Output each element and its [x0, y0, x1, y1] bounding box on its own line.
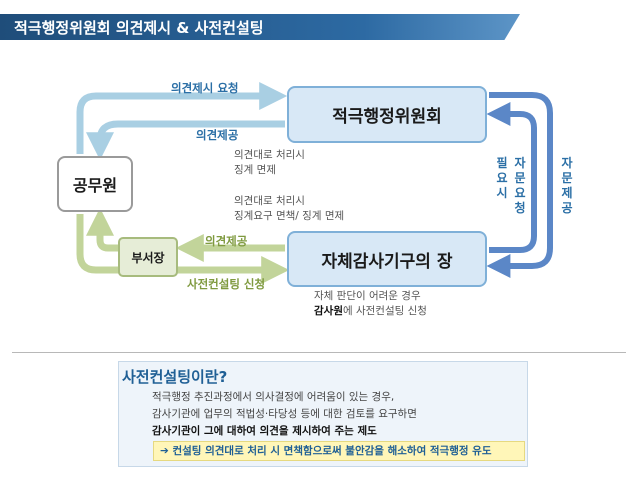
section-divider: [12, 352, 626, 353]
node-committee: 적극행정위원회: [287, 86, 487, 143]
node-dept-head: 부서장: [118, 237, 178, 277]
node-audit-head: 자체감사기구의 장: [287, 231, 487, 287]
arrow-dept-to-official: [86, 207, 118, 252]
note-line: 자체 판단이 어려운 경우: [314, 290, 421, 302]
definition-line-1: 적극행정 추진과정에서 의사결정에 어려움이 있는 경우,: [152, 391, 395, 403]
note-exemption-1: 의견대로 처리시 징계 면제: [234, 148, 305, 178]
arrow-opinion-provide-top: [86, 120, 285, 161]
title-banner: [0, 14, 520, 40]
label-consulting-request: 사전컨설팅 신청: [187, 277, 266, 291]
arrow-advice-request: [486, 102, 537, 253]
label-if-needed: 필요시: [496, 156, 508, 200]
definition-title: 사전컨설팅이란?: [122, 368, 228, 386]
note-bold-text: 감사원: [314, 305, 343, 317]
arrow-consulting-request: [76, 214, 290, 284]
note-line: 의견대로 처리시: [234, 195, 305, 207]
arrow-opinion-request: [76, 82, 288, 154]
arrow-advice-provide: [486, 92, 553, 278]
label-opinion-provide-top: 의견제공: [196, 128, 239, 142]
note-rest-text: 에 사전컨설팅 신청: [342, 305, 427, 317]
note-line: 감사원에 사전컨설팅 신청: [314, 304, 427, 319]
label-opinion-request: 의견제시 요청: [171, 81, 239, 95]
definition-line-2: 감사기관에 업무의 적법성·타당성 등에 대한 검토를 요구하면: [152, 408, 417, 420]
page-title: 적극행정위원회 의견제시 & 사전컨설팅: [14, 19, 264, 37]
highlight-bar: [153, 441, 525, 461]
note-line: 징계요구 면책/ 징계 면제: [234, 210, 345, 222]
highlight-text: ➔ 컨설팅 의견대로 처리 시 면책함으로써 불안감을 해소하여 적극행정 유도: [160, 445, 492, 457]
note-exemption-2: 의견대로 처리시 징계요구 면책/ 징계 면제: [234, 194, 344, 224]
definition-line-3: 감사기관이 그에 대하여 의견을 제시하여 주는 제도: [152, 425, 377, 437]
note-audit-board: 자체 판단이 어려운 경우 감사원에 사전컨설팅 신청: [314, 289, 427, 319]
label-opinion-provide-bottom: 의견제공: [205, 234, 248, 248]
label-advice-provide: 자문제공: [561, 156, 573, 215]
note-line: 의견대로 처리시: [234, 149, 305, 161]
label-advice-request: 자문요청: [514, 156, 526, 215]
note-line: 징계 면제: [234, 164, 276, 176]
node-official: 공무원: [57, 156, 133, 212]
